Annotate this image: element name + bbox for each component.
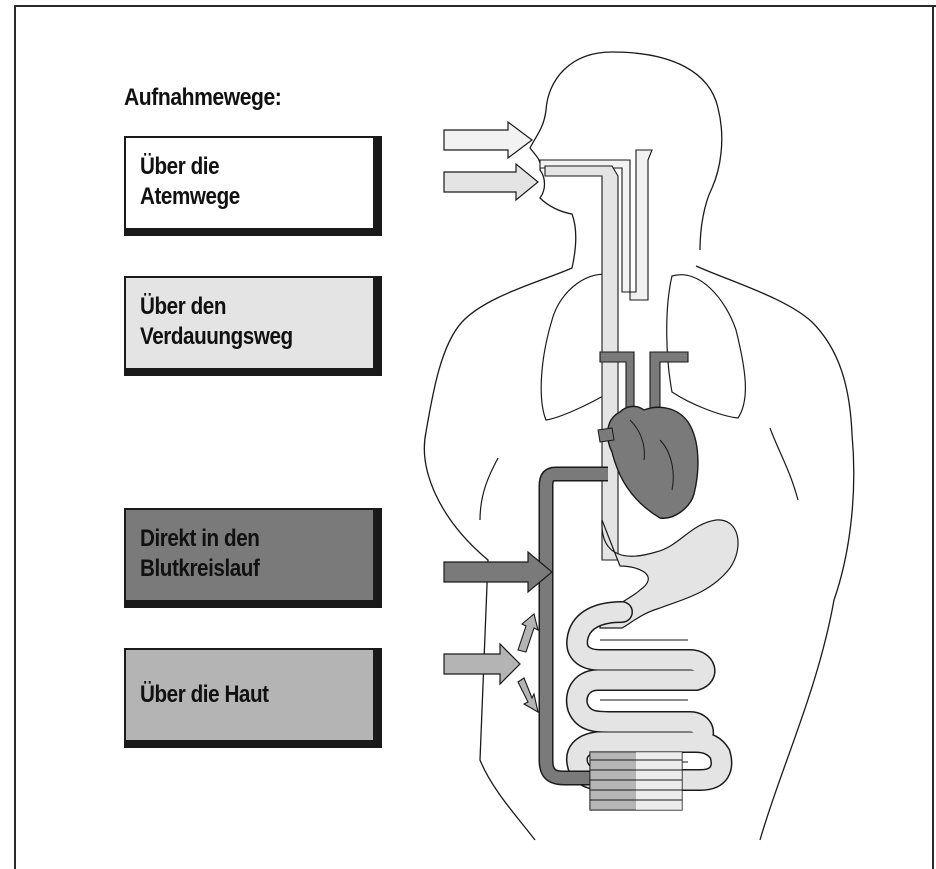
arm-line-right (770, 428, 798, 500)
skin-arrow-down (518, 678, 538, 712)
airway-arrow-2 (444, 164, 538, 200)
route-label-line2: Atemwege (140, 182, 240, 212)
heart-vessel-stub (598, 428, 614, 442)
route-box-digestive: Über den Verdauungsweg (124, 276, 382, 376)
route-label-line2: Verdauungsweg (140, 322, 293, 352)
blood-arrow (444, 552, 552, 592)
route-box-blood: Direkt in den Blutkreislauf (124, 508, 382, 608)
route-box-airways: Über die Atemwege (124, 136, 382, 236)
route-label-line2: Blutkreislauf (140, 554, 259, 584)
diagram-title: Aufnahmewege: (124, 84, 281, 112)
route-label-line1: Über den (140, 292, 226, 322)
skin-arrow-up (518, 614, 538, 652)
capillary-network (590, 752, 682, 810)
airway-arrow-1 (444, 122, 532, 158)
arm-line-left (480, 458, 498, 520)
route-label-line1: Direkt in den (140, 524, 259, 554)
skin-arrow (444, 644, 520, 684)
route-label-line1: Über die (140, 152, 219, 182)
route-label-line1: Über die Haut (140, 680, 269, 710)
route-box-skin: Über die Haut (124, 648, 382, 748)
heart-icon (608, 406, 698, 518)
